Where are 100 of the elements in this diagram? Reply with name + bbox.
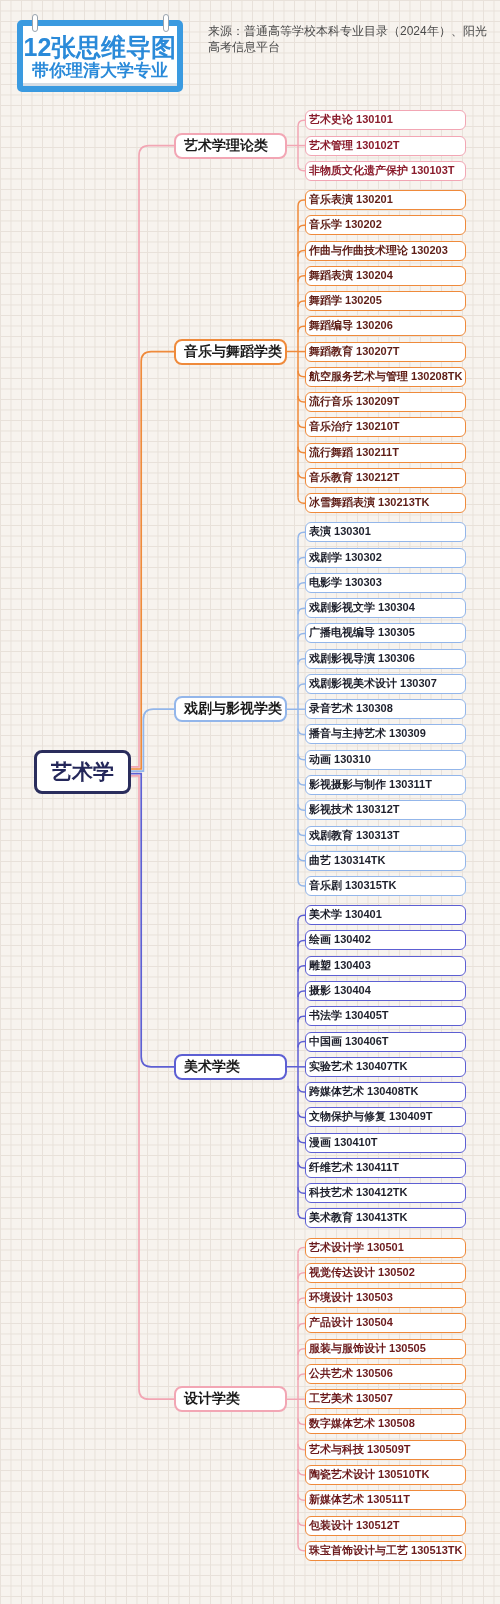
- major-box: 流行音乐 130209T: [305, 392, 466, 413]
- connector-line: [297, 1066, 306, 1068]
- major-box: 广播电视编导 130305: [305, 623, 466, 644]
- major-box: 新媒体艺术 130511T: [305, 1490, 466, 1511]
- major-box: 科技艺术 130412TK: [305, 1183, 466, 1204]
- major-box: 实验艺术 130407TK: [305, 1056, 466, 1077]
- connector-line: [297, 879, 306, 887]
- major-box: 舞蹈学 130205: [305, 291, 466, 312]
- major-box: 跨媒体艺术 130408TK: [305, 1082, 466, 1103]
- connector-line: [297, 753, 306, 761]
- title: 12张思维导图: [23, 33, 177, 61]
- major-box: 流行舞蹈 130211T: [305, 442, 466, 463]
- connector-line: [130, 772, 175, 1068]
- major-box: 视觉传达设计 130502: [305, 1262, 466, 1283]
- major-box: 数字媒体艺术 130508: [305, 1414, 466, 1435]
- connector-line: [130, 708, 175, 773]
- major-box: 环境设计 130503: [305, 1288, 466, 1309]
- connector-line: [286, 205, 299, 498]
- major-box: 公共艺术 130506: [305, 1363, 466, 1384]
- major-box: 音乐剧 130315TK: [305, 876, 466, 897]
- connector-line: [297, 778, 306, 786]
- major-box: 音乐学 130202: [305, 215, 466, 236]
- major-box: 陶瓷艺术设计 130510TK: [305, 1465, 466, 1485]
- major-box: 戏剧教育 130313T: [305, 825, 466, 846]
- major-box: 音乐表演 130201: [305, 189, 466, 210]
- connector-line: [297, 249, 306, 258]
- connector-line: [297, 683, 306, 691]
- source-note: 来源：普通高等学校本科专业目录（2024年）、阳光高考信息平台: [208, 24, 488, 55]
- category-box: 戏剧与影视学类: [174, 696, 287, 723]
- connector-line: [297, 224, 306, 232]
- connector-line: [130, 774, 175, 1401]
- major-box: 包装设计 130512T: [305, 1515, 466, 1536]
- major-box: 文物保护与修复 130409T: [305, 1107, 466, 1128]
- connector-line: [297, 1085, 306, 1093]
- connector-line: [130, 144, 175, 768]
- major-box: 美术教育 130413TK: [305, 1208, 466, 1229]
- connector-line: [297, 395, 306, 403]
- connector-line: [297, 1468, 306, 1476]
- connector-line: [297, 496, 306, 504]
- connector-line: [286, 537, 299, 881]
- connector-line: [297, 164, 306, 172]
- connector-line: [297, 607, 306, 615]
- major-box: 漫画 130410T: [305, 1132, 466, 1153]
- connector-line: [297, 1272, 306, 1280]
- major-box: 产品设计 130504: [305, 1313, 466, 1334]
- major-box: 雕塑 130403: [305, 955, 466, 976]
- connector-line: [297, 1347, 306, 1356]
- major-box: 戏剧影视导演 130306: [305, 648, 466, 669]
- connector-line: [297, 1110, 306, 1119]
- connector-line: [297, 1398, 306, 1400]
- connector-line: [297, 914, 306, 922]
- connector-line: [297, 199, 306, 207]
- connector-line: [297, 1211, 306, 1220]
- major-box: 影视技术 130312T: [305, 800, 466, 821]
- connector-line: [297, 1417, 306, 1426]
- connector-line: [297, 965, 306, 973]
- connector-line: [297, 1373, 306, 1381]
- major-box: 艺术管理 130102T: [305, 135, 466, 156]
- category-box: 艺术学理论类: [174, 132, 287, 159]
- major-box: 音乐教育 130212T: [305, 467, 466, 488]
- connector-line: [297, 1040, 306, 1049]
- connector-line: [297, 531, 306, 540]
- major-box: 工艺美术 130507: [305, 1389, 466, 1410]
- major-box: 动画 130310: [305, 749, 466, 770]
- connector-line: [297, 275, 306, 283]
- connector-line: [297, 556, 306, 565]
- major-box: 绘画 130402: [305, 930, 466, 951]
- major-box: 舞蹈教育 130207T: [305, 341, 466, 362]
- major-box: 电影学 130303: [305, 572, 466, 593]
- connector-line: [297, 471, 306, 479]
- major-box: 录音艺术 130308: [305, 699, 466, 720]
- connector-line: [297, 854, 306, 862]
- connector-line: [297, 1186, 306, 1194]
- topic-box: 艺术学: [34, 750, 131, 795]
- major-box: 非物质文化遗产保护 130103T: [305, 160, 466, 181]
- major-box: 中国画 130406T: [305, 1031, 466, 1052]
- connector-line: [297, 1161, 306, 1169]
- major-box: 冰雪舞蹈表演 130213TK: [305, 493, 466, 514]
- major-box: 戏剧学 130302: [305, 547, 466, 568]
- major-box: 服装与服饰设计 130505: [305, 1338, 466, 1359]
- connector-line: [297, 1297, 306, 1305]
- major-box: 曲艺 130314TK: [305, 850, 466, 871]
- connector-line: [286, 1252, 299, 1546]
- connector-line: [297, 1493, 306, 1502]
- major-box: 珠宝首饰设计与工艺 130513TK: [305, 1540, 466, 1561]
- major-box: 美术学 130401: [305, 905, 466, 926]
- category-box: 音乐与舞蹈学类: [174, 338, 287, 365]
- connector-line: [297, 420, 306, 429]
- connector-line: [297, 708, 306, 710]
- connector-line: [297, 727, 306, 736]
- category-box: 设计学类: [174, 1386, 287, 1413]
- major-box: 艺术与科技 130509T: [305, 1439, 466, 1460]
- connector-line: [297, 1246, 306, 1255]
- connector-line: [297, 582, 306, 590]
- major-box: 摄影 130404: [305, 981, 466, 1001]
- category-box: 美术学类: [174, 1053, 287, 1080]
- major-box: 播音与主持艺术 130309: [305, 724, 466, 745]
- connector-line: [297, 803, 306, 812]
- major-box: 书法学 130405T: [305, 1006, 466, 1027]
- major-box: 纤维艺术 130411T: [305, 1157, 466, 1178]
